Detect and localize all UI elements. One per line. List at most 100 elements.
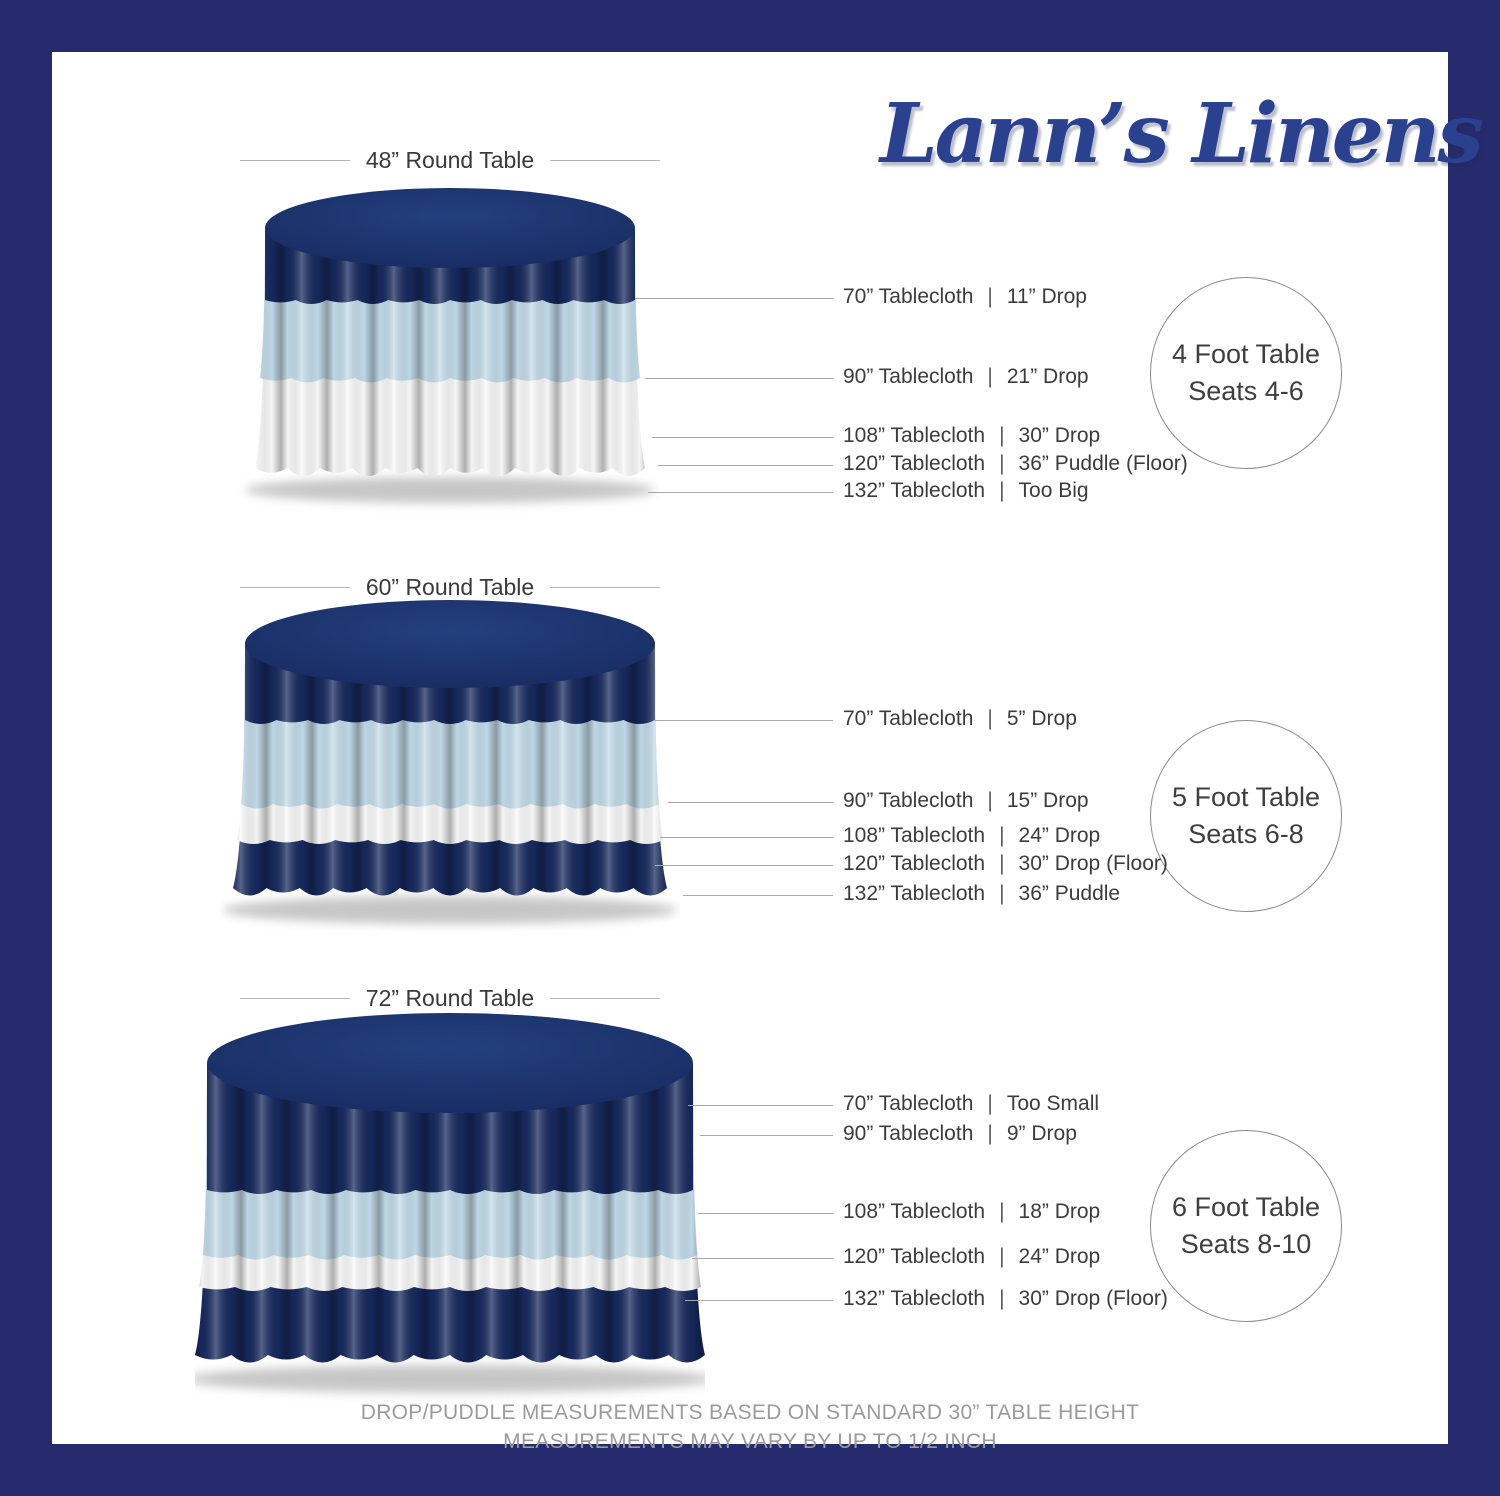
separator: |: [987, 1122, 993, 1145]
seats-line1: 5 Foot Table: [1171, 782, 1321, 812]
drop-value: 11” Drop: [1006, 285, 1087, 308]
leader-line: [683, 895, 833, 896]
leader-line: [645, 378, 833, 379]
measurement-label: 70” Tablecloth | Too Small: [843, 1092, 1099, 1116]
tablecloth-size: 120” Tablecloth: [843, 452, 986, 475]
separator: |: [987, 1092, 993, 1115]
measurement-label: 108” Tablecloth | 30” Drop: [843, 424, 1100, 448]
drop-value: 30” Drop: [1018, 424, 1101, 447]
tablecloth-size: 90” Tablecloth: [843, 365, 974, 388]
measurement-label: 132” Tablecloth | Too Big: [843, 479, 1089, 503]
measurement-label: 108” Tablecloth | 24” Drop: [843, 824, 1100, 848]
measurement-label: 120” Tablecloth|30” Drop (Floor): [843, 852, 1168, 876]
leader-line: [698, 1213, 833, 1214]
tablecloth-size: 90” Tablecloth: [843, 789, 974, 812]
leader-line: [692, 1258, 833, 1259]
drop-value: Too Big: [1018, 479, 1089, 502]
seats-line1: 6 Foot Table: [1171, 1192, 1321, 1222]
tablecloth-size: 108” Tablecloth: [843, 824, 986, 847]
tablecloth-size: 108” Tablecloth: [843, 1200, 986, 1223]
measurement-label: 108” Tablecloth | 18” Drop: [843, 1200, 1100, 1224]
table-title-48: 48” Round Table: [365, 147, 535, 173]
seating-circle-4ft: 4 Foot Table Seats 4-6: [1150, 277, 1342, 469]
separator: |: [999, 1200, 1005, 1223]
drop-value: 24” Drop: [1018, 824, 1101, 847]
table-title-group-72: 72” Round Table: [240, 985, 660, 1012]
leader-line: [635, 298, 833, 299]
title-rule-right: [550, 160, 660, 161]
measurement-label: 70” Tablecloth | 5” Drop: [843, 707, 1077, 731]
table-title-group-48: 48” Round Table: [240, 147, 660, 174]
leader-line: [685, 1300, 833, 1301]
separator: |: [999, 424, 1005, 447]
brand-logo: Lann’s Linens: [880, 86, 1484, 182]
leader-line: [655, 865, 833, 866]
seats-line1: 4 Foot Table: [1171, 339, 1321, 369]
separator: |: [987, 789, 993, 812]
tablecloth-size: 70” Tablecloth: [843, 1092, 974, 1115]
table-title-72: 72” Round Table: [365, 985, 535, 1011]
drop-value: 21” Drop: [1006, 365, 1089, 388]
drop-value: 30” Drop (Floor): [1018, 852, 1168, 875]
tablecloth-size: 120” Tablecloth: [843, 1245, 986, 1268]
separator: |: [999, 479, 1005, 502]
drop-value: 9” Drop: [1006, 1122, 1077, 1145]
footer-note: DROP/PUDDLE MEASUREMENTS BASED ON STANDA…: [0, 1398, 1500, 1456]
tablecloth-size: 108” Tablecloth: [843, 424, 986, 447]
measurement-label: 70” Tablecloth|11” Drop: [843, 285, 1087, 309]
tablecloth-size: 132” Tablecloth: [843, 1287, 986, 1310]
footer-line1: DROP/PUDDLE MEASUREMENTS BASED ON STANDA…: [360, 1401, 1140, 1424]
tablecloth-size: 132” Tablecloth: [843, 479, 986, 502]
table-top: [207, 1013, 693, 1113]
separator: |: [999, 1245, 1005, 1268]
drop-value: Too Small: [1006, 1092, 1100, 1115]
table-illustration: [195, 1013, 705, 1393]
leader-line: [668, 802, 833, 803]
tablecloth-size: 70” Tablecloth: [843, 285, 974, 308]
separator: |: [999, 452, 1005, 475]
drop-value: 5” Drop: [1006, 707, 1077, 730]
title-rule-right: [550, 998, 660, 999]
separator: |: [987, 365, 993, 388]
measurement-label: 120” Tablecloth | 36” Puddle (Floor): [843, 452, 1188, 476]
table-title-group-60: 60” Round Table: [240, 574, 660, 601]
measurement-label: 120” Tablecloth | 24” Drop: [843, 1245, 1100, 1269]
title-rule-left: [240, 587, 350, 588]
drop-value: 15” Drop: [1006, 789, 1089, 812]
table-shadow: [195, 1365, 705, 1393]
tablecloth-size: 90” Tablecloth: [843, 1122, 974, 1145]
seating-circle-5ft: 5 Foot Table Seats 6-8: [1150, 720, 1342, 912]
table-shadow: [245, 477, 655, 503]
table-top: [245, 600, 655, 688]
drop-value: 18” Drop: [1018, 1200, 1101, 1223]
title-rule-right: [550, 587, 660, 588]
leader-line: [660, 837, 833, 838]
table-illustration: [223, 600, 677, 924]
separator: |: [999, 1287, 1005, 1310]
separator: |: [999, 882, 1005, 905]
measurement-label: 132” Tablecloth|30” Drop (Floor): [843, 1287, 1168, 1311]
seating-circle-6ft: 6 Foot Table Seats 8-10: [1150, 1130, 1342, 1322]
drop-value: 36” Puddle (Floor): [1018, 452, 1188, 475]
table-shadow: [223, 896, 677, 924]
leader-line: [652, 437, 833, 438]
leader-line: [648, 492, 833, 493]
leader-line: [655, 720, 833, 721]
tablecloth-size: 70” Tablecloth: [843, 707, 974, 730]
drop-value: 24” Drop: [1018, 1245, 1101, 1268]
footer-line2: MEASUREMENTS MAY VARY BY UP TO 1/2 INCH: [503, 1430, 997, 1453]
separator: |: [999, 824, 1005, 847]
table-top: [265, 188, 635, 268]
leader-line: [658, 465, 833, 466]
leader-line: [688, 1105, 833, 1106]
measurement-label: 90” Tablecloth | 21” Drop: [843, 365, 1089, 389]
leader-line: [700, 1135, 833, 1136]
table-title-60: 60” Round Table: [365, 574, 535, 600]
separator: |: [987, 707, 993, 730]
title-rule-left: [240, 998, 350, 999]
tablecloth-size: 132” Tablecloth: [843, 882, 986, 905]
title-rule-left: [240, 160, 350, 161]
measurement-label: 90” Tablecloth | 9” Drop: [843, 1122, 1077, 1146]
seats-line2: Seats 8-10: [1180, 1229, 1312, 1259]
